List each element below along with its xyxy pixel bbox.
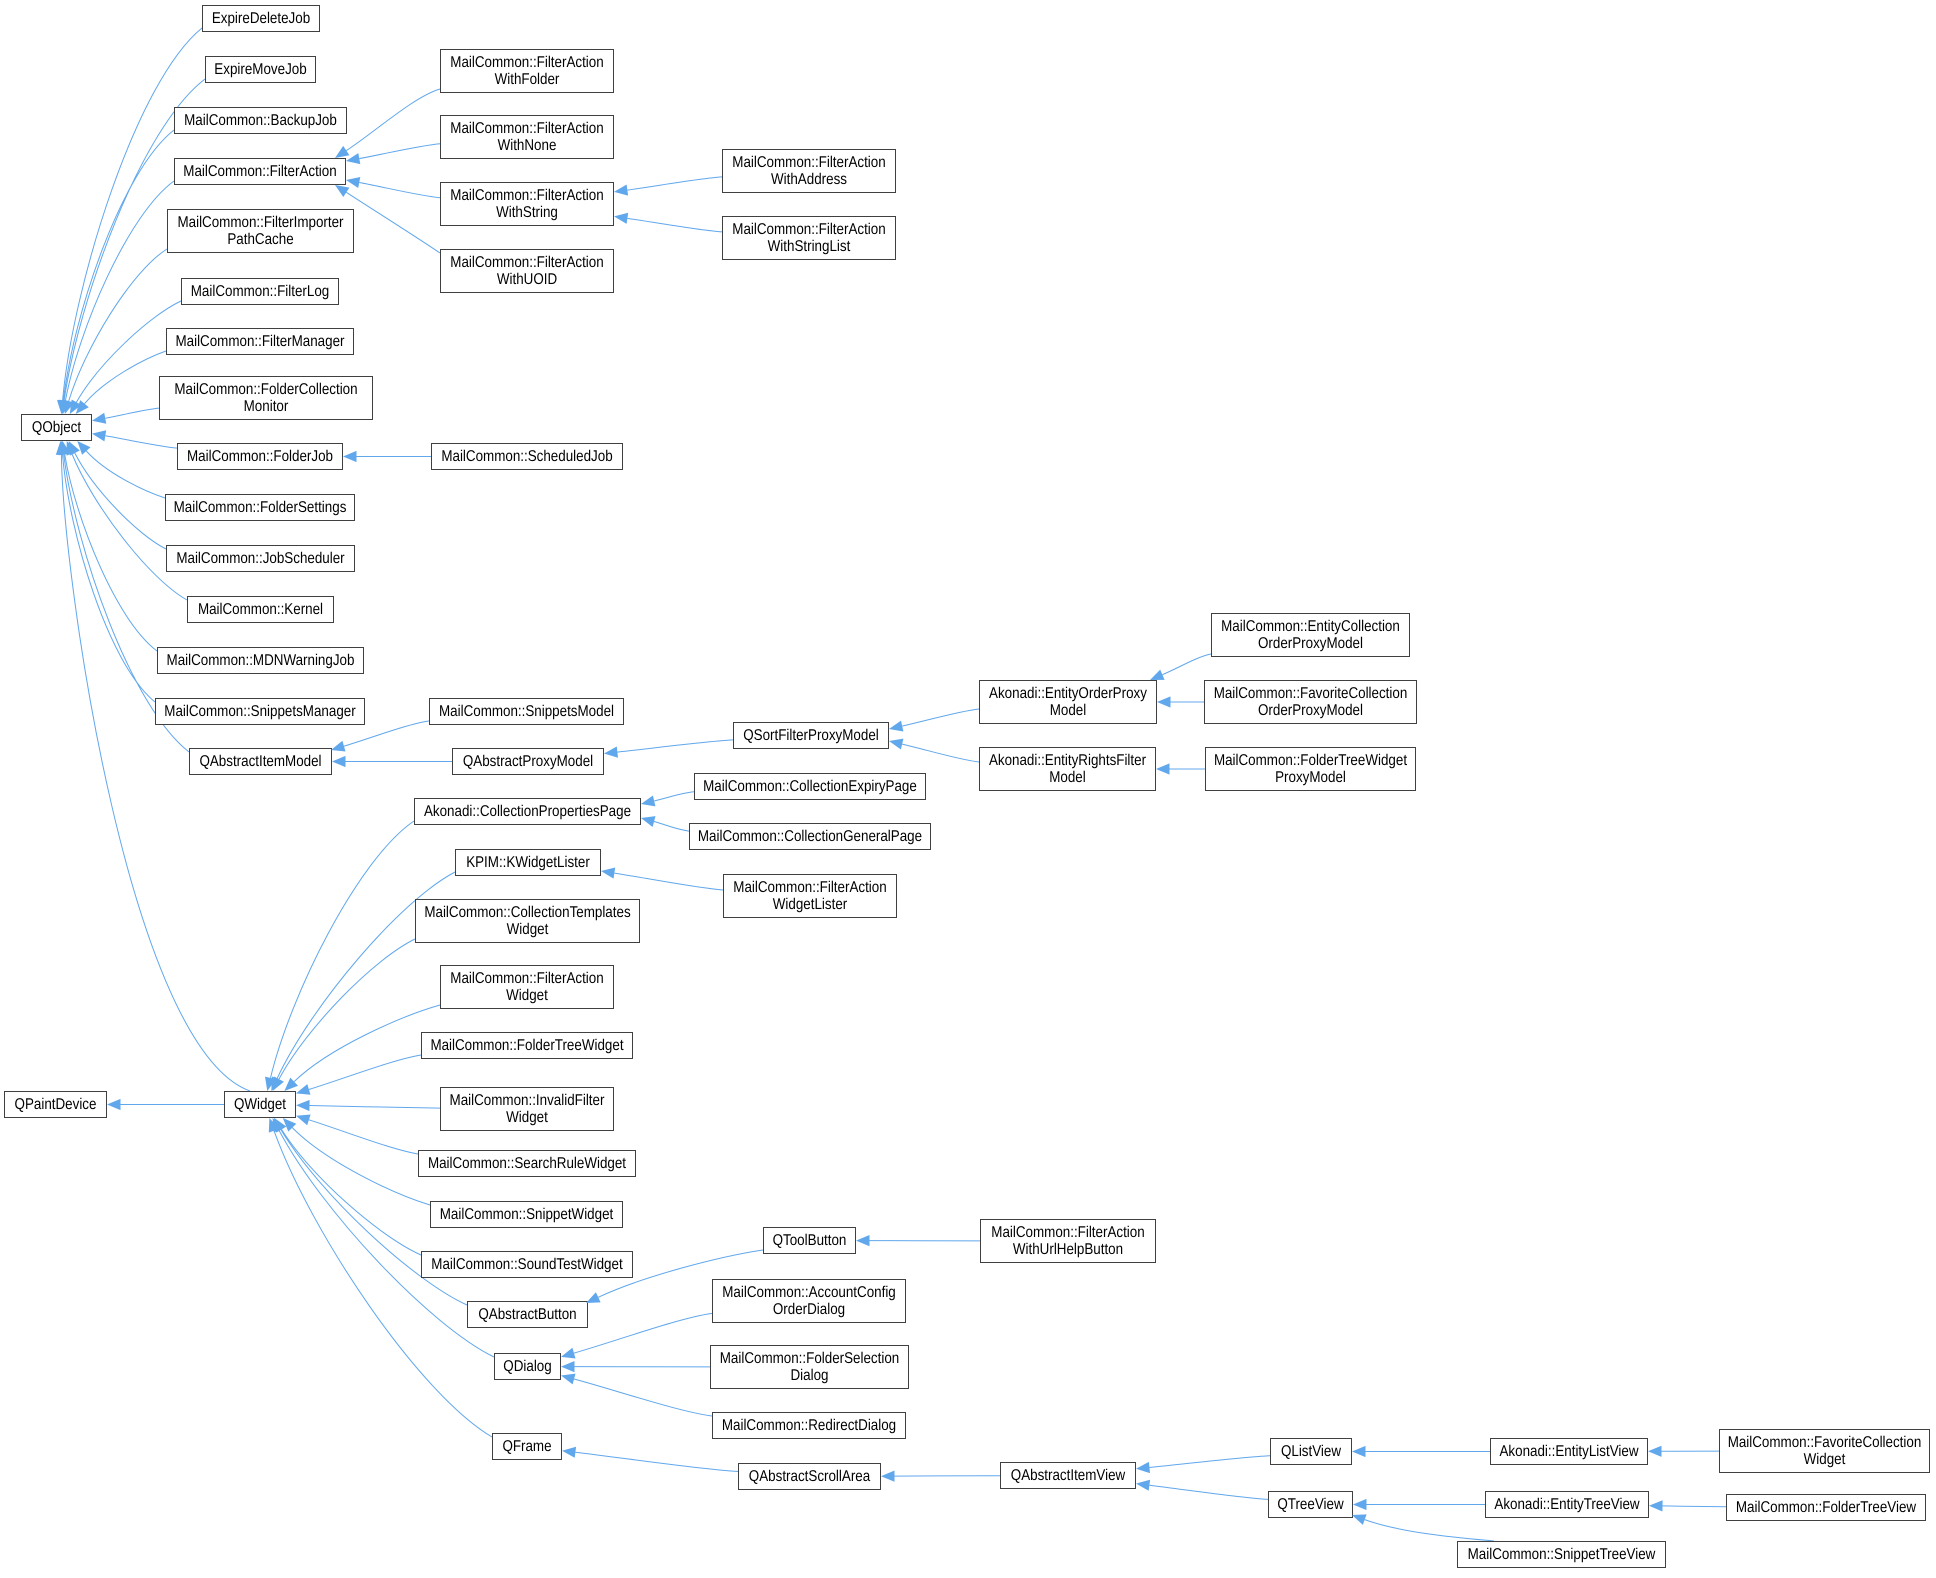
- svg-text:OrderProxyModel: OrderProxyModel: [1258, 702, 1363, 719]
- svg-text:MailCommon::Kernel: MailCommon::Kernel: [198, 601, 323, 618]
- svg-text:QAbstractItemModel: QAbstractItemModel: [199, 753, 321, 770]
- svg-text:MailCommon::JobScheduler: MailCommon::JobScheduler: [176, 550, 344, 567]
- svg-text:MailCommon::CollectionTemplate: MailCommon::CollectionTemplates: [424, 904, 630, 921]
- svg-text:MailCommon::FolderSettings: MailCommon::FolderSettings: [174, 499, 347, 516]
- svg-text:MailCommon::BackupJob: MailCommon::BackupJob: [184, 112, 337, 129]
- svg-text:MailCommon::FolderTreeView: MailCommon::FolderTreeView: [1736, 1499, 1917, 1516]
- svg-text:MailCommon::SoundTestWidget: MailCommon::SoundTestWidget: [431, 1256, 623, 1273]
- svg-text:Akonadi::EntityOrderProxy: Akonadi::EntityOrderProxy: [989, 685, 1147, 702]
- svg-text:MailCommon::SnippetTreeView: MailCommon::SnippetTreeView: [1468, 1546, 1656, 1563]
- svg-text:Akonadi::EntityRightsFilter: Akonadi::EntityRightsFilter: [989, 752, 1146, 769]
- svg-text:MailCommon::FilterAction: MailCommon::FilterAction: [450, 120, 603, 137]
- svg-text:WithUrlHelpButton: WithUrlHelpButton: [1013, 1241, 1123, 1258]
- svg-text:MailCommon::EntityCollection: MailCommon::EntityCollection: [1221, 618, 1400, 635]
- svg-text:QAbstractButton: QAbstractButton: [478, 1306, 576, 1323]
- svg-text:QToolButton: QToolButton: [773, 1232, 847, 1249]
- svg-text:Akonadi::EntityTreeView: Akonadi::EntityTreeView: [1494, 1496, 1640, 1513]
- svg-text:WithFolder: WithFolder: [495, 71, 560, 88]
- svg-text:WithNone: WithNone: [498, 137, 557, 154]
- svg-text:MailCommon::ScheduledJob: MailCommon::ScheduledJob: [441, 448, 613, 465]
- svg-text:MailCommon::FolderSelection: MailCommon::FolderSelection: [720, 1350, 900, 1367]
- svg-text:QPaintDevice: QPaintDevice: [15, 1096, 97, 1113]
- svg-text:MailCommon::FilterImporter: MailCommon::FilterImporter: [178, 214, 344, 231]
- svg-text:MailCommon::FilterAction: MailCommon::FilterAction: [991, 1224, 1144, 1241]
- svg-text:WidgetLister: WidgetLister: [773, 896, 848, 913]
- svg-text:PathCache: PathCache: [227, 231, 293, 248]
- svg-text:MailCommon::CollectionExpiryPa: MailCommon::CollectionExpiryPage: [703, 778, 917, 795]
- svg-text:MailCommon::InvalidFilter: MailCommon::InvalidFilter: [450, 1092, 605, 1109]
- svg-text:MailCommon::AccountConfig: MailCommon::AccountConfig: [722, 1284, 896, 1301]
- svg-text:WithStringList: WithStringList: [768, 238, 851, 255]
- svg-text:MailCommon::FilterAction: MailCommon::FilterAction: [450, 54, 603, 71]
- svg-text:QAbstractProxyModel: QAbstractProxyModel: [463, 753, 593, 770]
- svg-text:MailCommon::FolderJob: MailCommon::FolderJob: [187, 448, 333, 465]
- svg-text:MailCommon::FilterAction: MailCommon::FilterAction: [733, 879, 886, 896]
- svg-text:MailCommon::CollectionGeneralP: MailCommon::CollectionGeneralPage: [698, 828, 922, 845]
- svg-text:Widget: Widget: [506, 987, 548, 1004]
- svg-text:Akonadi::EntityListView: Akonadi::EntityListView: [1500, 1443, 1640, 1460]
- svg-text:MailCommon::FilterAction: MailCommon::FilterAction: [732, 221, 885, 238]
- svg-text:MailCommon::FilterAction: MailCommon::FilterAction: [450, 187, 603, 204]
- svg-text:MailCommon::FavoriteCollection: MailCommon::FavoriteCollection: [1214, 685, 1408, 702]
- svg-text:QWidget: QWidget: [234, 1096, 287, 1113]
- svg-text:MailCommon::FilterAction: MailCommon::FilterAction: [450, 970, 603, 987]
- svg-text:MailCommon::FavoriteCollection: MailCommon::FavoriteCollection: [1728, 1434, 1922, 1451]
- svg-text:WithAddress: WithAddress: [771, 171, 847, 188]
- svg-text:Model: Model: [1049, 769, 1086, 786]
- svg-text:Model: Model: [1050, 702, 1087, 719]
- svg-text:KPIM::KWidgetLister: KPIM::KWidgetLister: [466, 854, 590, 871]
- svg-text:Dialog: Dialog: [791, 1367, 829, 1384]
- svg-text:MailCommon::RedirectDialog: MailCommon::RedirectDialog: [722, 1417, 896, 1434]
- svg-text:MailCommon::FilterManager: MailCommon::FilterManager: [176, 333, 345, 350]
- svg-text:QListView: QListView: [1281, 1443, 1342, 1460]
- svg-text:MailCommon::FolderTreeWidget: MailCommon::FolderTreeWidget: [1214, 752, 1408, 769]
- svg-text:Monitor: Monitor: [244, 398, 289, 415]
- svg-text:QSortFilterProxyModel: QSortFilterProxyModel: [743, 727, 879, 744]
- svg-text:QTreeView: QTreeView: [1277, 1496, 1344, 1513]
- svg-text:Widget: Widget: [1804, 1451, 1846, 1468]
- svg-text:MailCommon::FolderTreeWidget: MailCommon::FolderTreeWidget: [430, 1037, 624, 1054]
- svg-text:MailCommon::SnippetsManager: MailCommon::SnippetsManager: [164, 703, 355, 720]
- svg-text:MailCommon::FilterLog: MailCommon::FilterLog: [191, 283, 330, 300]
- svg-text:QDialog: QDialog: [503, 1358, 551, 1375]
- svg-text:MailCommon::FilterAction: MailCommon::FilterAction: [450, 254, 603, 271]
- svg-text:MailCommon::SnippetWidget: MailCommon::SnippetWidget: [440, 1206, 614, 1223]
- svg-text:MailCommon::SnippetsModel: MailCommon::SnippetsModel: [439, 703, 614, 720]
- svg-text:ExpireMoveJob: ExpireMoveJob: [214, 61, 307, 78]
- svg-text:OrderDialog: OrderDialog: [773, 1301, 845, 1318]
- svg-text:WithUOID: WithUOID: [497, 271, 557, 288]
- svg-text:Widget: Widget: [507, 921, 549, 938]
- svg-text:QAbstractItemView: QAbstractItemView: [1011, 1467, 1126, 1484]
- svg-text:MailCommon::FilterAction: MailCommon::FilterAction: [183, 163, 336, 180]
- svg-text:QAbstractScrollArea: QAbstractScrollArea: [749, 1468, 871, 1485]
- svg-text:QObject: QObject: [32, 419, 82, 436]
- svg-text:MailCommon::MDNWarningJob: MailCommon::MDNWarningJob: [167, 652, 355, 669]
- svg-text:ProxyModel: ProxyModel: [1275, 769, 1346, 786]
- svg-text:Widget: Widget: [506, 1109, 548, 1126]
- svg-text:MailCommon::SearchRuleWidget: MailCommon::SearchRuleWidget: [428, 1155, 627, 1172]
- svg-text:MailCommon::FolderCollection: MailCommon::FolderCollection: [174, 381, 357, 398]
- svg-text:WithString: WithString: [496, 204, 558, 221]
- svg-text:QFrame: QFrame: [502, 1438, 551, 1455]
- svg-text:OrderProxyModel: OrderProxyModel: [1258, 635, 1363, 652]
- svg-text:MailCommon::FilterAction: MailCommon::FilterAction: [732, 154, 885, 171]
- svg-text:Akonadi::CollectionPropertiesP: Akonadi::CollectionPropertiesPage: [424, 803, 631, 820]
- svg-text:ExpireDeleteJob: ExpireDeleteJob: [212, 10, 311, 27]
